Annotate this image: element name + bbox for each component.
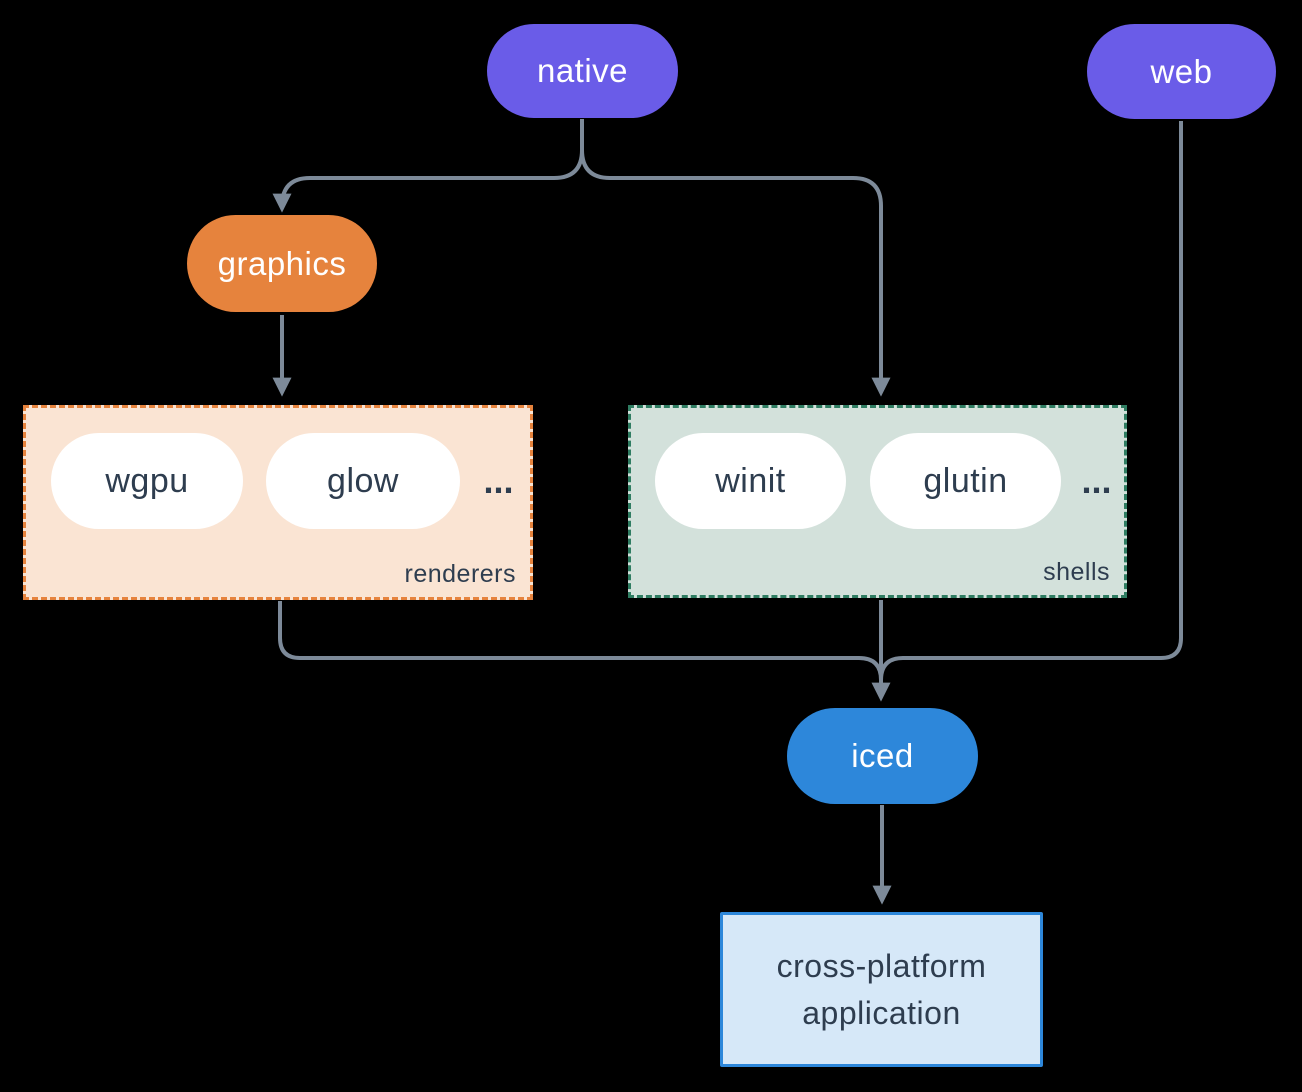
node-web: web — [1087, 24, 1276, 119]
node-iced-label: iced — [851, 737, 914, 774]
edge-native-shells — [580, 119, 891, 397]
node-cross-platform-application: cross-platform application — [720, 912, 1043, 1067]
renderers-group-label: renderers — [404, 560, 516, 588]
group-shells: winit glutin ... shells — [628, 405, 1127, 598]
shells-group-label: shells — [1043, 558, 1110, 586]
node-web-label: web — [1150, 52, 1213, 90]
application-label-line2: application — [802, 994, 961, 1031]
edge-renderers-iced — [278, 601, 883, 681]
node-iced: iced — [787, 708, 978, 804]
group-renderers: wgpu glow ... renderers — [23, 405, 533, 600]
node-glow: glow — [266, 433, 460, 529]
node-winit: winit — [655, 433, 846, 529]
node-winit-label: winit — [715, 461, 786, 500]
node-native-label: native — [536, 52, 629, 89]
node-wgpu-label: wgpu — [105, 461, 189, 500]
node-glutin: glutin — [870, 433, 1061, 529]
node-graphics: graphics — [187, 215, 377, 312]
renderers-more-indicator: ... — [483, 460, 514, 501]
application-label-line1: cross-platform — [776, 948, 987, 985]
edge-native-graphics — [272, 119, 584, 213]
shells-more-indicator: ... — [1081, 460, 1112, 501]
node-glutin-label: glutin — [923, 461, 1008, 500]
node-native: native — [487, 24, 678, 118]
node-glow-label: glow — [327, 461, 399, 500]
node-wgpu: wgpu — [51, 433, 243, 529]
node-graphics-label: graphics — [217, 244, 347, 282]
